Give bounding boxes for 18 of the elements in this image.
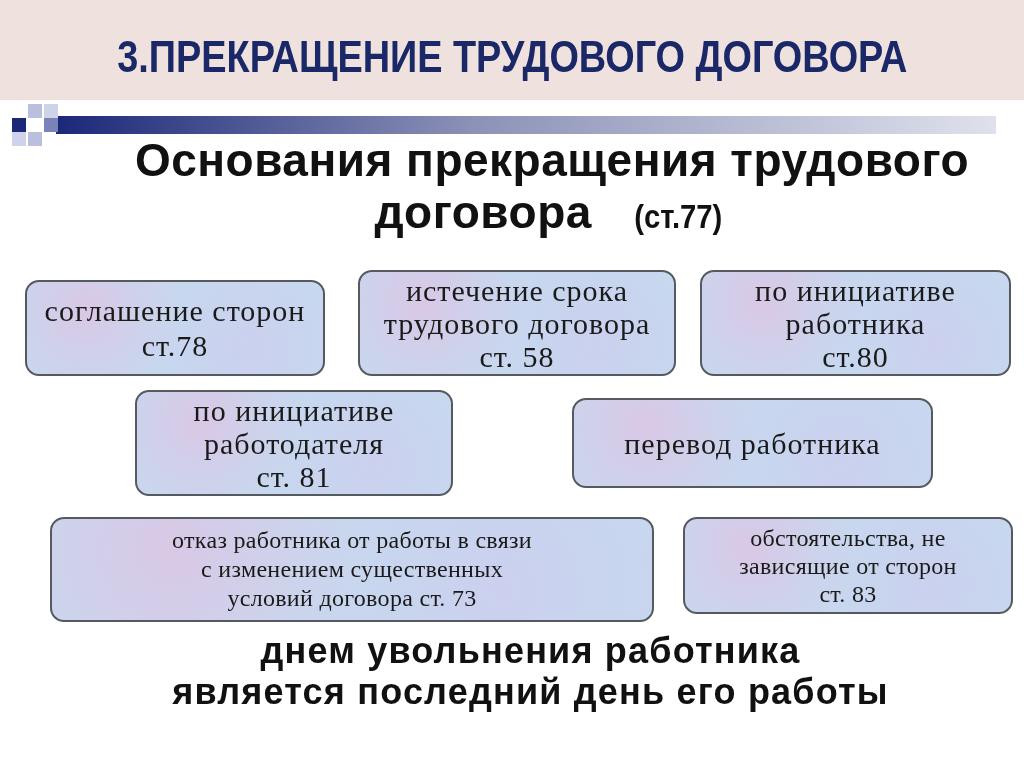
article-reference: ст. 83	[819, 579, 877, 608]
heading: Основания прекращения трудового договора (ст.77)	[133, 134, 971, 240]
article-reference: ст. 58	[479, 339, 555, 373]
rounded-box	[135, 390, 453, 496]
box-text: отказ работника от работы в связи с изменением существенных условий договора ст. 73	[171, 526, 533, 613]
rounded-box	[683, 517, 1013, 614]
article-reference: ст.80	[822, 339, 889, 373]
box-text: соглашение сторон	[44, 293, 306, 328]
box-text: перевод работника	[624, 425, 881, 461]
note-text: днем увольнения работника является последний день его работы	[171, 630, 890, 712]
rounded-box	[25, 280, 325, 376]
rounded-box	[50, 517, 654, 622]
rounded-box	[572, 398, 933, 488]
slide-title: 3.ПРЕКРАЩЕНИЕ ТРУДОВОГО ДОГОВОРА	[116, 32, 907, 82]
article-reference: ст.78	[141, 328, 209, 363]
rounded-box	[700, 270, 1011, 376]
rounded-box	[358, 270, 676, 376]
article-reference: ст. 81	[256, 459, 332, 493]
